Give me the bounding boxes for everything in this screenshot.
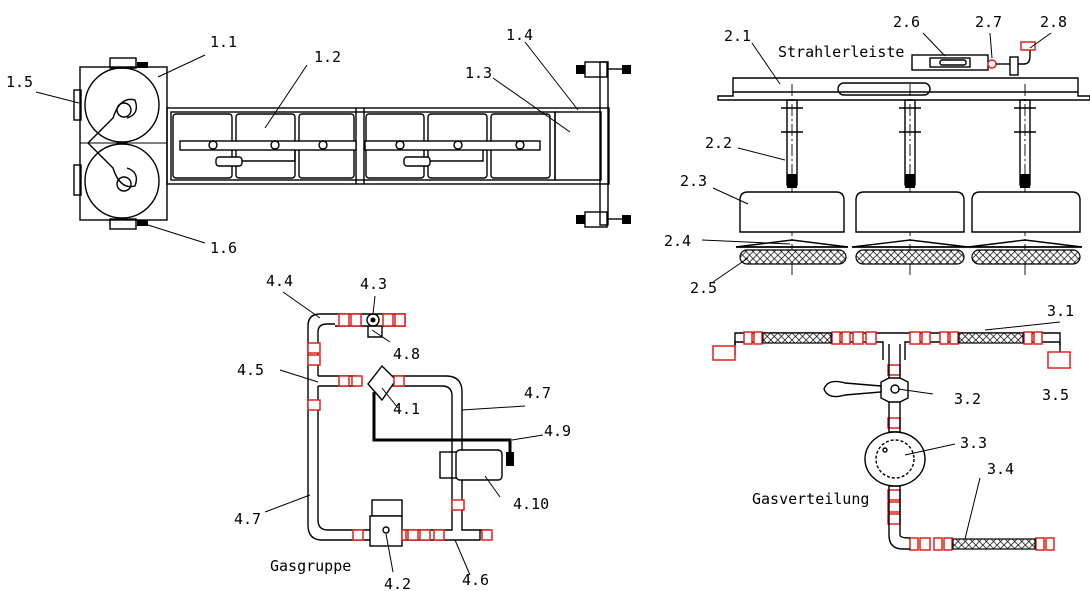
label-1-4: 1.4: [506, 26, 533, 44]
label-4-2: 4.2: [384, 575, 411, 591]
label-4-7-right: 4.7: [524, 384, 551, 402]
label-4-3: 4.3: [360, 275, 387, 293]
hose-bottom: [952, 538, 1036, 550]
label-4-7-left: 4.7: [234, 510, 261, 528]
label-4-10: 4.10: [513, 495, 549, 513]
label-3-2: 3.2: [954, 390, 981, 408]
hose-right: [958, 332, 1024, 344]
radiant-tube: [166, 107, 610, 185]
title-strahlerleiste: Strahlerleiste: [778, 43, 904, 61]
label-4-8: 4.8: [393, 345, 420, 363]
label-4-4: 4.4: [266, 272, 293, 290]
hose-left: [762, 332, 832, 344]
label-3-4: 3.4: [987, 460, 1014, 478]
red-fittings-4: [307, 313, 493, 541]
label-2-6: 2.6: [893, 13, 920, 31]
label-2-8: 2.8: [1040, 13, 1067, 31]
view-gasverteilung: Gasverteilung: [712, 302, 1074, 551]
wire-plug: [506, 452, 514, 466]
label-4-5: 4.5: [237, 361, 264, 379]
burner-bottom: [84, 143, 160, 219]
burner-unit-3: [967, 84, 1083, 275]
label-1-1: 1.1: [210, 33, 237, 51]
valve-handle: [823, 380, 882, 398]
ignition-transformer: [455, 449, 503, 481]
gas-valve-4-1: [367, 364, 397, 402]
label-2-3: 2.3: [680, 172, 707, 190]
label-3-3: 3.3: [960, 434, 987, 452]
burner-rail: [717, 77, 1090, 101]
solenoid-valve: [371, 499, 403, 517]
label-1-3: 1.3: [465, 64, 492, 82]
fitting-2-7: [987, 59, 997, 69]
ignition-electrode: [911, 54, 989, 71]
burner-unit-1: [735, 84, 849, 275]
label-1-6: 1.6: [210, 239, 237, 257]
label-4-9: 4.9: [544, 422, 571, 440]
label-4-6: 4.6: [462, 571, 489, 589]
label-3-1: 3.1: [1047, 302, 1074, 320]
label-2-4: 2.4: [664, 232, 691, 250]
title-gasverteilung: Gasverteilung: [752, 490, 869, 508]
burner-unit-2: [851, 84, 969, 275]
label-2-1: 2.1: [724, 27, 751, 45]
label-3-5: 3.5: [1042, 386, 1069, 404]
label-2-5: 2.5: [690, 279, 717, 297]
label-2-7: 2.7: [975, 13, 1002, 31]
view-strahlerleiste: Strahlerleiste: [664, 13, 1090, 297]
title-gasgruppe: Gasgruppe: [270, 557, 351, 575]
label-2-2: 2.2: [705, 134, 732, 152]
gas-regulator: [864, 431, 926, 487]
view-top-heater: 1.1 1.2 1.3 1.4 1.5 1.6: [6, 26, 631, 257]
label-1-5: 1.5: [6, 73, 33, 91]
label-4-1: 4.1: [393, 400, 420, 418]
label-1-2: 1.2: [314, 48, 341, 66]
burner-top: [84, 67, 160, 143]
view-gasgruppe: Gasgruppe: [234, 272, 571, 591]
